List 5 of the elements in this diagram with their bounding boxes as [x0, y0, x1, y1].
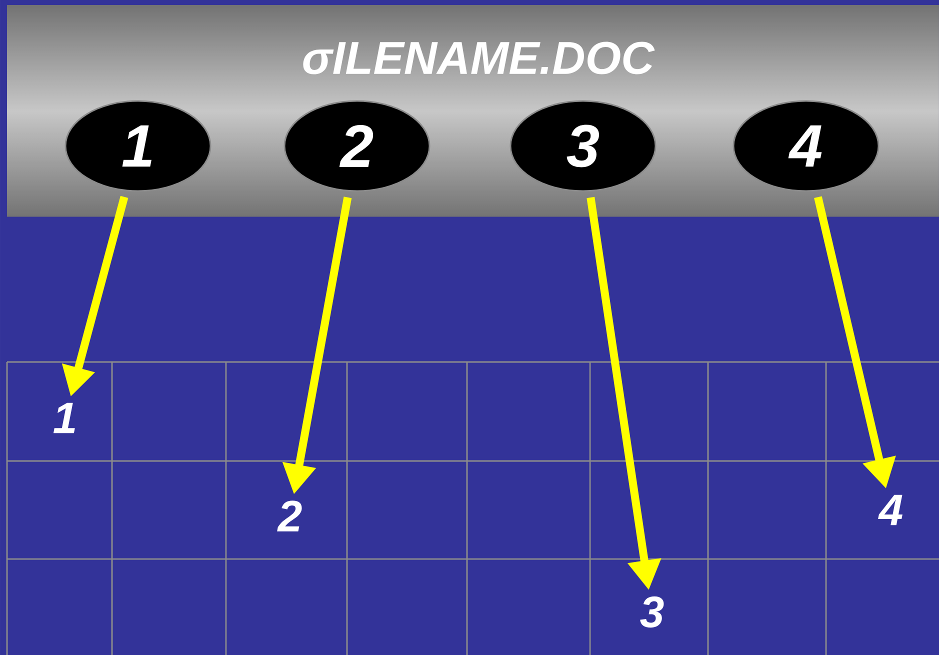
number-label: 4: [878, 494, 902, 526]
number-label: 3: [640, 596, 664, 628]
number-label: 1: [53, 402, 75, 434]
title: σILENAME.DOC: [303, 42, 655, 74]
number-label: 2: [277, 500, 302, 532]
